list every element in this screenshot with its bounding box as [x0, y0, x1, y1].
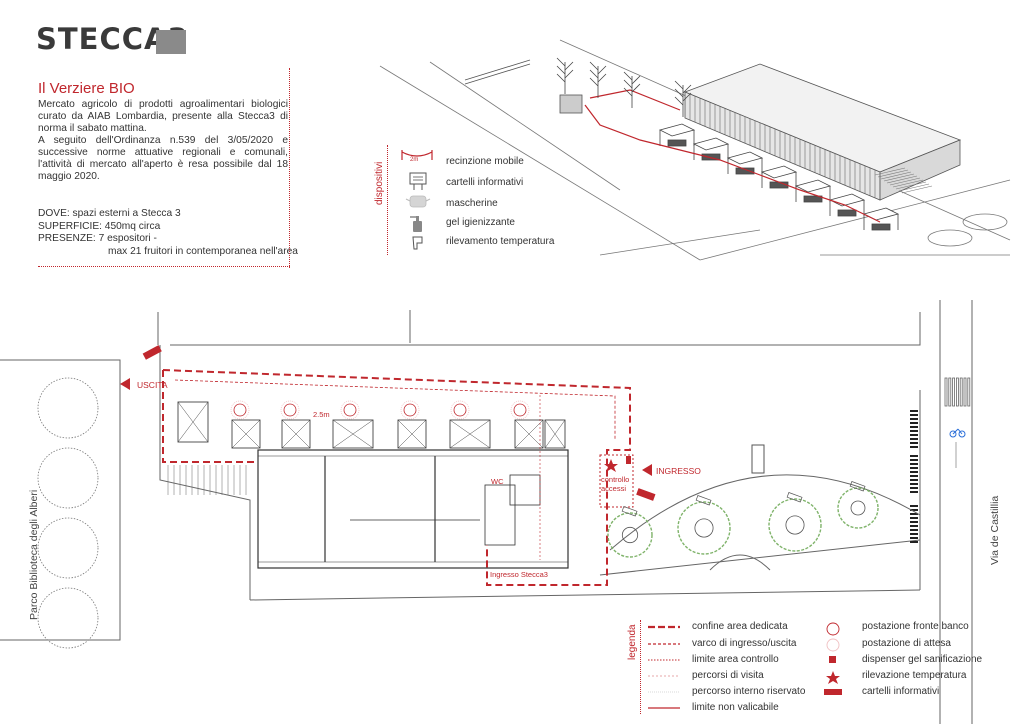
facts-block: DOVE: spazi esterni a Stecca 3 SUPERFICI…	[38, 208, 298, 258]
uscita-label: USCITA	[137, 380, 168, 390]
fact-presenze: PRESENZE: 7 espositori -	[38, 233, 157, 244]
legend-line-item: limite area controllo	[692, 654, 779, 665]
legend-symbol-item: postazione di attesa	[862, 638, 951, 649]
bike-icon	[949, 428, 966, 438]
legend-swatch-dispenser	[829, 656, 836, 663]
frame-line	[289, 68, 290, 268]
sign-icon	[409, 172, 427, 190]
legend-star-icon	[826, 671, 840, 684]
description-paragraph: Mercato agricolo di prodotti agroaliment…	[38, 99, 288, 134]
legend-symbol-item: cartelli informativi	[862, 686, 940, 697]
dispositivi-item: recinzione mobile	[446, 156, 524, 167]
legend-line-item: percorso interno riservato	[692, 686, 806, 697]
legend-swatch-cartelli	[824, 689, 842, 695]
ingresso-arrow-icon	[642, 464, 652, 476]
wc-label: WC	[491, 477, 504, 486]
legend-symbol-item: postazione fronte banco	[862, 621, 969, 632]
barrier-icon	[401, 150, 433, 160]
barrier-width-label: 2m	[410, 157, 419, 163]
legend-swatch-fronte	[826, 622, 840, 636]
uscita-arrow-icon	[120, 378, 130, 390]
ingresso-stecca-label: Ingresso Stecca3	[490, 570, 548, 579]
fact-superficie: SUPERFICIE: 450mq circa	[38, 220, 161, 232]
logo-mark	[156, 30, 186, 54]
controllo-accessi-label: controllo accessi	[601, 475, 629, 493]
ingresso-label: INGRESSO	[656, 466, 701, 476]
dispositivi-item: rilevamento temperatura	[446, 236, 555, 247]
legenda-divider	[640, 620, 641, 714]
frame-line	[38, 266, 290, 267]
fact-presenze-detail: max 21 fruitori in contemporanea nell'ar…	[108, 245, 298, 257]
dispositivi-divider	[387, 145, 388, 255]
description-paragraph: A seguito dell'Ordinanza n.539 del 3/05/…	[38, 135, 288, 182]
legend-line-item: percorsi di visita	[692, 670, 764, 681]
mask-icon	[405, 195, 431, 208]
legend-line-item: varco di ingresso/uscita	[692, 638, 797, 649]
dispositivi-item: mascherine	[446, 198, 498, 209]
accessi-line: accessi	[601, 484, 627, 493]
thermometer-icon	[412, 236, 423, 250]
stecca3-logo: STECCA3	[36, 22, 188, 56]
distance-label: 2.5m	[313, 410, 330, 419]
description: Mercato agricolo di prodotti agroaliment…	[38, 99, 288, 183]
dispositivi-item: cartelli informativi	[446, 177, 524, 188]
temperature-star-icon	[604, 459, 618, 472]
legend-symbol-item: rilevazione temperatura	[862, 670, 967, 681]
legend-line-item: limite non valicabile	[692, 702, 779, 713]
fact-dove: DOVE: spazi esterni a Stecca 3	[38, 208, 181, 219]
controllo-line: controllo	[601, 475, 630, 484]
dispositivi-item: gel igienizzante	[446, 217, 515, 228]
legend-line-item: confine area dedicata	[692, 621, 788, 632]
page-title: Il Verziere BIO	[38, 80, 135, 97]
gel-icon	[410, 216, 422, 232]
legend-swatch-attesa	[826, 638, 840, 652]
legend-symbol-item: dispenser gel sanificazione	[862, 654, 983, 665]
